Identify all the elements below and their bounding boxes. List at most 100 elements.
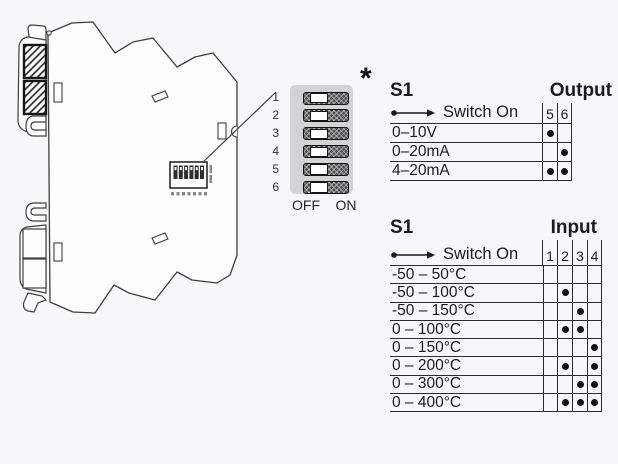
switch-column-header: 2 bbox=[557, 240, 572, 265]
switch-on-dot bbox=[591, 380, 599, 388]
range-label: 0 – 300°C bbox=[392, 375, 462, 393]
vent-slot bbox=[151, 90, 169, 103]
switch-on-dot bbox=[576, 326, 584, 334]
switch-on-dot bbox=[591, 344, 599, 352]
switch-column-header: 4 bbox=[587, 240, 602, 265]
dip-switch-1 bbox=[303, 91, 349, 105]
dip-switch-knob bbox=[310, 92, 328, 104]
switch-state-cell bbox=[557, 284, 572, 302]
config-row: 0–20mA bbox=[390, 143, 572, 162]
terminal-opening-hatched bbox=[22, 79, 48, 116]
leader-line bbox=[201, 91, 277, 164]
switch-state-cell bbox=[587, 339, 602, 357]
switch-on-dot bbox=[561, 167, 569, 175]
default-setting-asterisk: * bbox=[360, 62, 372, 95]
switch-direction-arrow-icon bbox=[391, 108, 435, 117]
switch-on-dot bbox=[546, 167, 554, 175]
config-row: -50 – 150°C bbox=[390, 302, 602, 321]
switch-state-cell bbox=[542, 302, 558, 320]
output-heading: Output bbox=[549, 80, 612, 101]
dip-switch-number: 6 bbox=[272, 179, 279, 194]
config-row: 0 – 200°C bbox=[390, 357, 602, 376]
switch-state-cell bbox=[572, 320, 587, 339]
switch-on-dot bbox=[561, 362, 569, 370]
switch-state-cell bbox=[542, 284, 558, 302]
dip-switch-knob bbox=[310, 164, 328, 176]
device-dip-switch bbox=[169, 161, 212, 196]
range-label: 0 – 200°C bbox=[392, 357, 462, 375]
switch-state-cell bbox=[587, 375, 602, 394]
switch-on-dot bbox=[546, 129, 554, 137]
device-housing-outline bbox=[47, 21, 238, 314]
terminal-opening bbox=[22, 228, 47, 259]
switch-state-cell bbox=[557, 339, 572, 357]
switch-on-header: Switch On bbox=[390, 103, 542, 123]
range-label: 0 – 100°C bbox=[392, 320, 462, 338]
switch-state-cell bbox=[557, 162, 572, 180]
table-heading: S1 Input bbox=[390, 217, 597, 240]
config-row: -50 – 100°C bbox=[390, 283, 602, 303]
switch-on-header: Switch On bbox=[390, 245, 542, 265]
screw-detail-icon bbox=[46, 30, 52, 36]
bottom-foot-latch bbox=[22, 292, 48, 313]
switch-state-cell bbox=[587, 266, 602, 284]
switch-state-cell bbox=[542, 143, 557, 161]
switch-state-cell bbox=[587, 394, 602, 412]
switch-state-cell bbox=[542, 320, 558, 339]
switch-state-cell bbox=[542, 339, 558, 357]
switch-state-cell bbox=[557, 302, 572, 320]
dip-switch-5 bbox=[303, 163, 349, 177]
switch-on-dot bbox=[561, 326, 569, 334]
dip-switch-number: 5 bbox=[272, 161, 279, 176]
switch-on-label: Switch On bbox=[443, 103, 519, 121]
dip-switch-number: 4 bbox=[272, 143, 279, 158]
switch-on-dot bbox=[591, 362, 599, 370]
dip-switch-2 bbox=[303, 109, 349, 123]
terminal-opening bbox=[22, 258, 47, 289]
switch-state-cell bbox=[572, 375, 587, 394]
config-row: 0 – 400°C bbox=[390, 393, 602, 413]
dip-switch-6 bbox=[303, 181, 349, 194]
range-label: 4–20mA bbox=[392, 162, 450, 179]
switch-state-cell bbox=[572, 302, 587, 320]
vent-slot bbox=[53, 242, 63, 262]
config-row: 4–20mA bbox=[390, 162, 572, 181]
table-title: S1 bbox=[390, 80, 414, 101]
switch-state-cell bbox=[572, 266, 587, 284]
range-label: -50 – 150°C bbox=[392, 302, 475, 320]
device-side-view-drawing bbox=[17, 21, 277, 314]
switch-state-cell bbox=[587, 302, 602, 320]
range-label: 0 – 400°C bbox=[392, 393, 462, 411]
switch-on-dot bbox=[561, 148, 569, 156]
switch-state-cell bbox=[557, 320, 572, 339]
switch-on-dot bbox=[576, 380, 584, 388]
switch-state-cell bbox=[557, 124, 572, 142]
switch-state-cell bbox=[542, 394, 558, 412]
range-label: -50 – 100°C bbox=[392, 283, 475, 301]
dip-switch-number: 1 bbox=[272, 90, 279, 104]
vent-slot bbox=[151, 232, 169, 245]
switch-state-cell bbox=[557, 266, 572, 284]
switch-on-label: Switch On bbox=[443, 245, 519, 263]
switch-column-header: 6 bbox=[557, 103, 572, 123]
switch-state-cell bbox=[572, 357, 587, 375]
dip-switch-knob bbox=[310, 110, 328, 122]
dip-switch-knob bbox=[310, 182, 328, 193]
switch-state-cell bbox=[542, 266, 558, 284]
off-label: OFF bbox=[292, 197, 320, 213]
vent-slot bbox=[217, 122, 227, 140]
switch-on-dot bbox=[576, 307, 584, 315]
config-row: -50 – 50°C bbox=[390, 266, 602, 285]
switch-state-cell bbox=[587, 284, 602, 302]
dip-switch-4 bbox=[303, 145, 349, 159]
switch-on-dot bbox=[561, 289, 569, 297]
switch-state-cell bbox=[572, 339, 587, 357]
dip-switch-knob bbox=[310, 146, 328, 158]
switch-state-cell bbox=[572, 284, 587, 302]
switch-state-cell bbox=[587, 357, 602, 375]
